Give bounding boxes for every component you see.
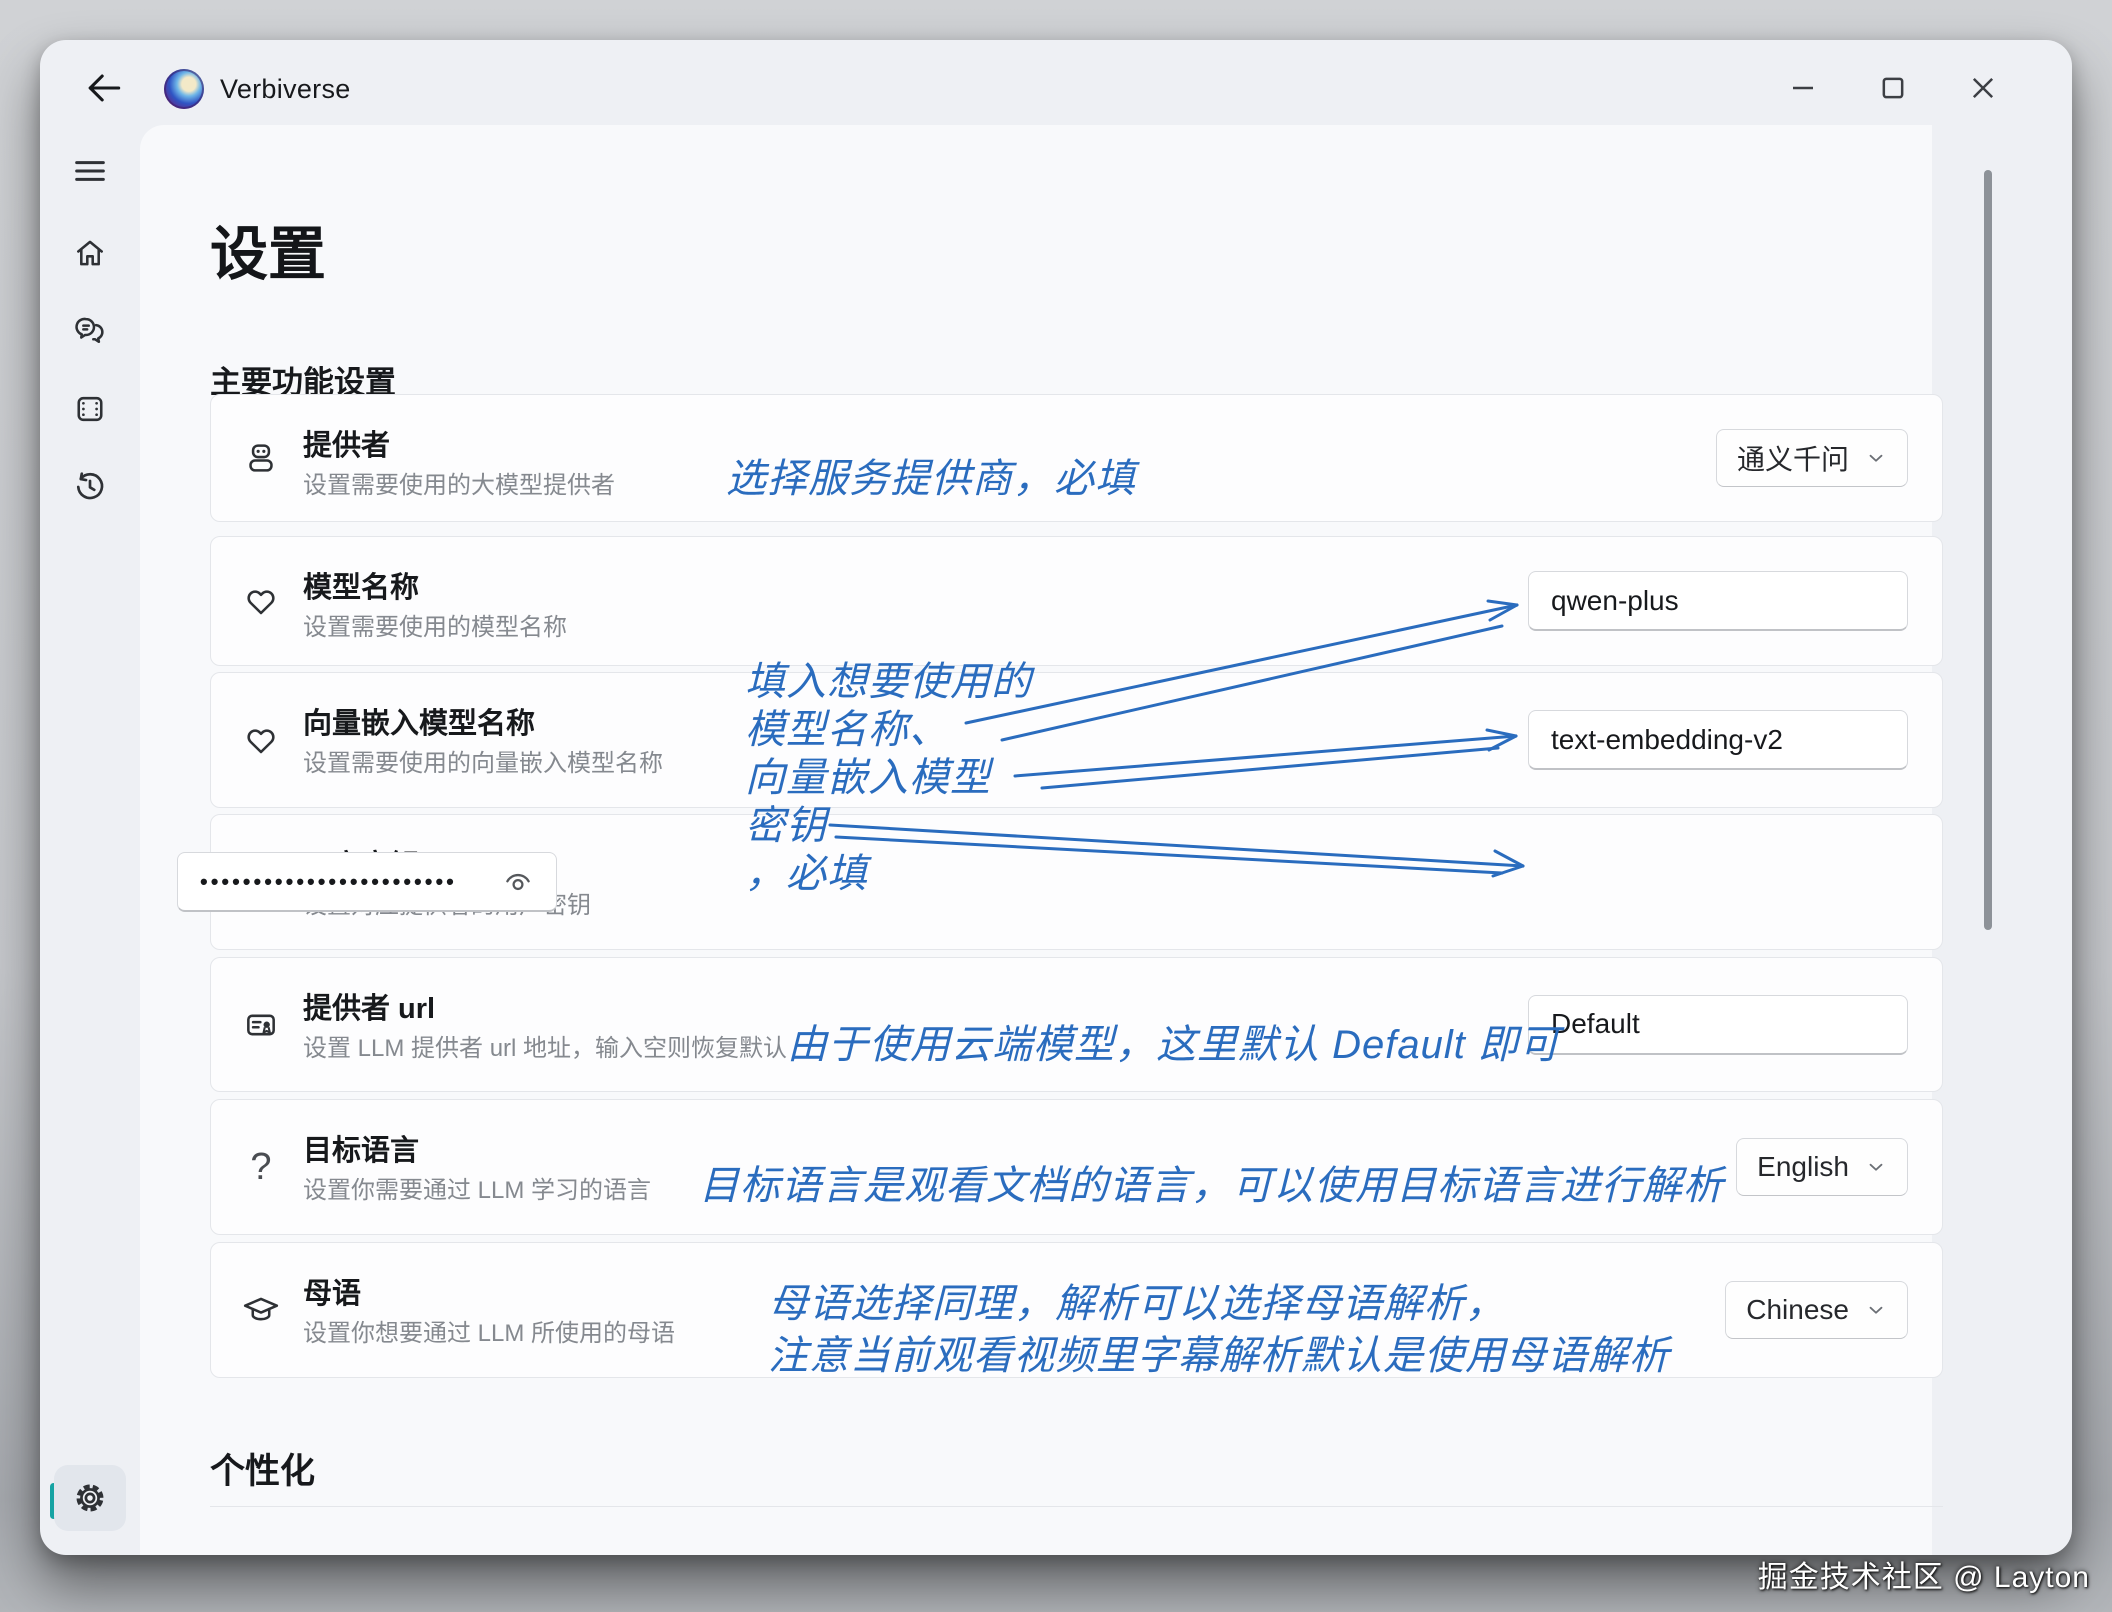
setting-title: 目标语言: [303, 1135, 420, 1167]
sidebar-item-video[interactable]: [54, 376, 126, 442]
native-language-dropdown[interactable]: Chinese: [1725, 1281, 1908, 1339]
annotation-line: ，必填: [745, 852, 868, 896]
gear-icon: [76, 1484, 104, 1512]
setting-card-embedding-model: 向量嵌入模型名称 设置需要使用的向量嵌入模型名称: [210, 672, 1943, 808]
sidebar-item-settings[interactable]: [54, 1465, 126, 1531]
api-key-input[interactable]: [177, 852, 557, 912]
reveal-password-button[interactable]: [501, 860, 547, 904]
eye-icon: [506, 874, 530, 891]
setting-title: 母语: [303, 1278, 362, 1310]
chevron-down-icon: [1869, 1306, 1883, 1314]
minimize-icon: [1793, 86, 1813, 90]
section-personalization: 个性化: [210, 1452, 316, 1491]
setting-card-model-name: 模型名称 设置需要使用的模型名称: [210, 536, 1943, 666]
page-title: 设置: [210, 222, 327, 287]
target-language-value: English: [1757, 1151, 1849, 1182]
setting-title: 向量嵌入模型名称: [303, 708, 536, 740]
hamburger-icon: [75, 161, 105, 181]
setting-title: 提供者: [303, 430, 391, 462]
target-language-dropdown[interactable]: English: [1736, 1138, 1908, 1196]
sidebar: [40, 130, 140, 1555]
provider-dropdown[interactable]: 通义千问: [1715, 429, 1908, 487]
provider-dropdown-value: 通义千问: [1736, 444, 1849, 475]
back-button[interactable]: [82, 66, 126, 110]
provider-url-input[interactable]: [1528, 994, 1908, 1055]
annotation-provider: 选择服务提供商，必填: [726, 457, 1136, 501]
api-key-field: [177, 852, 557, 912]
setting-desc: 设置需要使用的向量嵌入模型名称: [303, 750, 663, 777]
home-icon: [77, 240, 103, 266]
active-indicator: [50, 1483, 57, 1519]
setting-card-api-key: 用户密钥 设置对应提供者的用户密钥: [177, 814, 1943, 950]
question-mark-icon: ?: [250, 1145, 272, 1188]
titlebar: Verbiverse: [40, 40, 2072, 130]
maximize-button[interactable]: [1870, 68, 1916, 108]
scrollbar-thumb[interactable]: [1984, 170, 1992, 930]
annotation-fill-block: 填入想要使用的 模型名称、 向量嵌入模型 密钥 ，必填: [745, 658, 1032, 898]
annotation-line: 注意当前观看视频里字幕解析默认是使用母语解析: [768, 1334, 1670, 1378]
native-language-value: Chinese: [1746, 1294, 1849, 1325]
chevron-down-icon: [1869, 454, 1883, 462]
setting-card-native-language: 母语 设置你想要通过 LLM 所使用的母语 Chinese: [210, 1242, 1943, 1378]
setting-card-provider-url: 提供者 url 设置 LLM 提供者 url 地址，输入空则恢复默认: [210, 957, 1943, 1092]
graduation-cap-icon: [241, 1290, 281, 1330]
setting-desc: 设置你想要通过 LLM 所使用的母语: [303, 1320, 676, 1347]
annotation-line: 填入想要使用的: [745, 660, 1032, 704]
annotation-line: 密钥: [745, 804, 827, 848]
setting-desc: 设置需要使用的模型名称: [303, 614, 567, 641]
back-arrow-icon: [88, 74, 121, 102]
sidebar-item-home[interactable]: [54, 220, 126, 286]
sidebar-item-history[interactable]: [54, 454, 126, 520]
watermark: 掘金技术社区 @ Layton: [1757, 1561, 2090, 1594]
heart-icon: [241, 581, 281, 621]
app-logo: [164, 69, 204, 109]
annotation-line: 母语选择同理，解析可以选择母语解析，: [768, 1282, 1506, 1326]
menu-button[interactable]: [54, 138, 126, 204]
chat-bubbles-icon: [75, 317, 104, 344]
model-name-input[interactable]: [1528, 571, 1908, 631]
annotation-line: 模型名称、: [745, 708, 950, 752]
annotation-provider-url: 由于使用云端模型，这里默认 Default 即可: [787, 1023, 1560, 1067]
annotation-native-language: 母语选择同理，解析可以选择母语解析， 注意当前观看视频里字幕解析默认是使用母语解…: [768, 1278, 1670, 1382]
heart-icon: [241, 720, 281, 760]
setting-desc: 设置你需要通过 LLM 学习的语言: [303, 1177, 652, 1204]
app-title: Verbiverse: [220, 74, 351, 104]
film-frame-icon: [77, 396, 103, 422]
close-icon: [1972, 77, 1994, 99]
setting-desc: 设置 LLM 提供者 url 地址，输入空则恢复默认: [303, 1035, 788, 1062]
annotation-line: 向量嵌入模型: [745, 756, 991, 800]
id-card-icon: [241, 1005, 281, 1045]
setting-card-target-language: ? 目标语言 设置你需要通过 LLM 学习的语言 English: [210, 1099, 1943, 1235]
maximize-icon: [1882, 77, 1904, 99]
annotation-target-language: 目标语言是观看文档的语言，可以使用目标语言进行解析: [699, 1164, 1724, 1208]
minimize-button[interactable]: [1780, 68, 1826, 108]
setting-desc: 设置需要使用的大模型提供者: [303, 472, 615, 499]
setting-title: 模型名称: [303, 572, 420, 604]
setting-title: 提供者 url: [303, 993, 436, 1025]
app-window: Verbiverse: [40, 40, 2072, 1555]
close-button[interactable]: [1960, 68, 2006, 108]
chevron-down-icon: [1869, 1163, 1883, 1171]
divider: [210, 1506, 1943, 1507]
sidebar-item-chat[interactable]: [54, 298, 126, 364]
setting-card-provider: 提供者 设置需要使用的大模型提供者 通义千问: [210, 394, 1943, 522]
embedding-model-input[interactable]: [1528, 710, 1908, 770]
robot-icon: [241, 438, 281, 478]
history-icon: [76, 472, 104, 500]
